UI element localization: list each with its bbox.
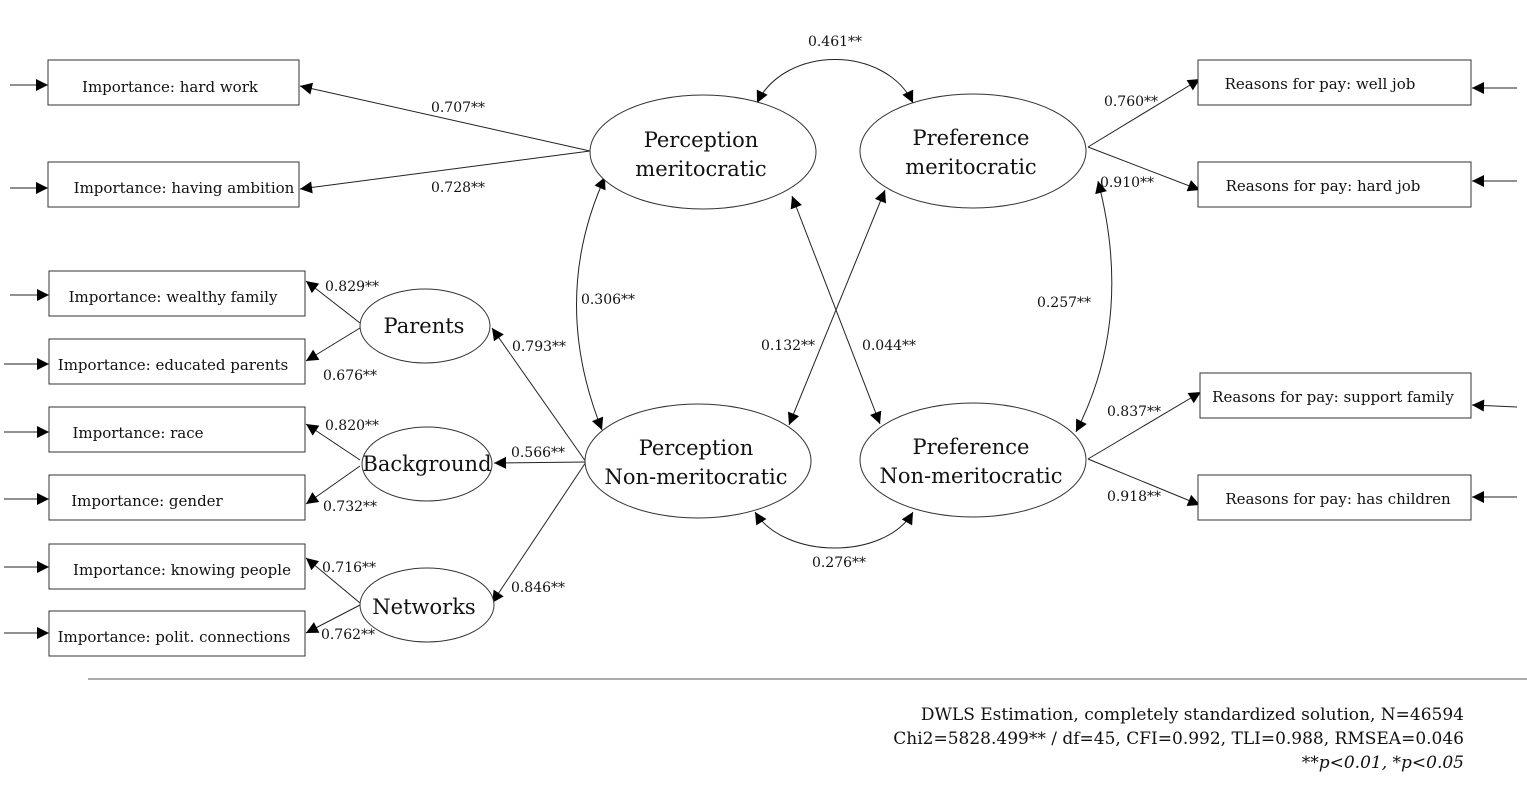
cov-perc-merit-perc-nonmerit (576, 176, 606, 431)
arrow-parents-to-wealthy-family (305, 280, 361, 324)
arrow-pref-nonmerit-to-pay-has-children (1087, 458, 1201, 506)
latent-parents: Parents (359, 288, 491, 364)
footnote: DWLS Estimation, completely standardized… (893, 705, 1464, 773)
indicator-label: Importance: gender (71, 492, 223, 510)
arrow-background-to-gender (305, 465, 361, 505)
latent-perc-merit: Perception meritocratic (589, 94, 817, 210)
arrow-networks-to-knowing-people (305, 557, 361, 604)
cov-pref-merit-pref-nonmerit (1075, 180, 1113, 433)
footnote-significance: **p<0.01, *p<0.05 (1302, 753, 1464, 773)
coef-race: 0.820** (325, 418, 379, 434)
indicator-label: Reasons for pay: hard job (1226, 177, 1421, 195)
indicator-pay-hard-job: Reasons for pay: hard job (1197, 161, 1472, 208)
indicator-race: Importance: race (48, 406, 306, 453)
latent-pref-merit: Preference meritocratic (859, 93, 1087, 209)
coef-knowing-people: 0.716** (322, 560, 376, 576)
coef-cov-left: 0.306** (581, 292, 635, 308)
error-arrows-left (4, 79, 49, 639)
coef-parents: 0.793** (512, 339, 566, 355)
latent-label-line2: meritocratic (635, 157, 766, 181)
indicator-label: Reasons for pay: support family (1212, 388, 1454, 406)
indicator-pay-has-children: Reasons for pay: has children (1197, 474, 1472, 521)
indicator-label: Reasons for pay: has children (1225, 490, 1451, 508)
arrow-perc-nonmerit-to-background (493, 456, 587, 469)
coef-pay-support-family: 0.837** (1107, 404, 1161, 420)
error-arrow-pay-support-family (1471, 399, 1518, 412)
indicator-label: Importance: wealthy family (69, 288, 278, 306)
arrow-background-to-race (305, 423, 361, 461)
arrow-perc-merit-to-hard-work (299, 82, 591, 152)
indicator-pay-support-family: Reasons for pay: support family (1199, 372, 1472, 419)
latent-pref-nonmerit: Preference Non-meritocratic (859, 402, 1087, 518)
arrow-perc-nonmerit-to-parents (491, 327, 587, 463)
indicator-hard-work: Importance: hard work (47, 59, 300, 106)
indicator-educated-parents: Importance: educated parents (48, 338, 306, 385)
arrow-pref-merit-to-pay-well-job (1087, 78, 1201, 148)
coef-cov-diag-b: 0.044** (862, 338, 916, 354)
indicator-pay-well-job: Reasons for pay: well job (1197, 59, 1472, 106)
latent-label-line1: Preference (913, 435, 1030, 459)
coef-wealthy-family: 0.829** (325, 279, 379, 295)
cov-perc-nonmerit-pref-nonmerit (754, 511, 914, 549)
arrow-pref-merit-to-pay-hard-job (1087, 146, 1201, 192)
coef-cov-diag-a: 0.132** (761, 338, 815, 354)
covariance-arrows (576, 59, 1113, 549)
coef-educated-parents: 0.676** (323, 368, 377, 384)
cov-perc-merit-pref-nonmerit (790, 195, 882, 425)
indicator-polit-connections: Importance: polit. connections (48, 610, 306, 657)
coef-cov-bottom: 0.276** (812, 555, 866, 571)
indicator-label: Importance: polit. connections (58, 628, 291, 646)
coef-cov-right: 0.257** (1037, 295, 1091, 311)
coef-hard-work: 0.707** (431, 100, 485, 116)
coefficient-labels: 0.707** 0.728** 0.829** 0.676** 0.820** … (321, 34, 1161, 643)
latent-perc-nonmerit: Perception Non-meritocratic (584, 403, 812, 519)
latent-label-line1: Perception (639, 436, 754, 460)
coef-networks: 0.846** (511, 580, 565, 596)
coef-pay-has-children: 0.918** (1107, 489, 1161, 505)
latent-label-line1: Preference (913, 126, 1030, 150)
latent-label: Networks (372, 595, 475, 619)
latent-label: Background (362, 452, 491, 476)
indicator-label: Importance: hard work (82, 78, 259, 96)
indicator-knowing-people: Importance: knowing people (48, 543, 306, 590)
error-arrows-right (1471, 82, 1518, 503)
latent-networks: Networks (359, 567, 495, 643)
footnote-fit-indices: Chi2=5828.499** / df=45, CFI=0.992, TLI=… (893, 729, 1464, 749)
latent-label-line2: Non-meritocratic (604, 465, 787, 489)
latent-label-line2: meritocratic (905, 155, 1036, 179)
coef-cov-top: 0.461** (808, 34, 862, 50)
arrow-parents-to-educated-parents (305, 327, 361, 362)
coef-background: 0.566** (511, 445, 565, 461)
arrow-pref-nonmerit-to-pay-support-family (1087, 391, 1202, 460)
latent-label-line1: Perception (644, 128, 759, 152)
indicator-label: Importance: race (72, 424, 203, 442)
arrow-perc-nonmerit-to-networks (491, 461, 587, 604)
coef-polit-connections: 0.762** (321, 627, 375, 643)
indicator-label: Reasons for pay: well job (1225, 75, 1416, 93)
loading-arrows (299, 78, 1202, 634)
footnote-estimation: DWLS Estimation, completely standardized… (921, 705, 1464, 725)
arrow-networks-to-polit-connections (305, 604, 361, 634)
latent-background: Background (361, 426, 493, 502)
coef-pay-hard-job: 0.910** (1100, 175, 1154, 191)
coef-ambition: 0.728** (431, 180, 485, 196)
arrow-perc-merit-to-ambition (299, 150, 591, 194)
indicator-label: Importance: educated parents (58, 356, 288, 374)
indicator-label: Importance: knowing people (73, 561, 291, 579)
cov-perc-merit-pref-merit (756, 59, 914, 104)
indicator-ambition: Importance: having ambition (47, 161, 300, 208)
coef-pay-well-job: 0.760** (1104, 94, 1158, 110)
latent-label-line2: Non-meritocratic (879, 464, 1062, 488)
latent-label: Parents (384, 314, 465, 338)
indicator-wealthy-family: Importance: wealthy family (48, 270, 306, 317)
indicator-label: Importance: having ambition (74, 179, 295, 197)
coef-gender: 0.732** (323, 499, 377, 515)
indicator-gender: Importance: gender (48, 474, 306, 521)
